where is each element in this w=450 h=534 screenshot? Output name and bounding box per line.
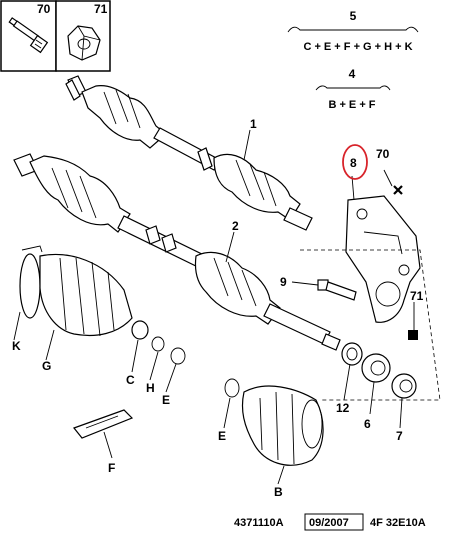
assembly-dashed-outline <box>300 249 441 401</box>
leader-lines <box>13 129 415 485</box>
callout-71: 71 <box>410 289 424 303</box>
group-4-number: 4 <box>349 67 356 81</box>
legend-box-70: 70 <box>0 0 57 72</box>
footer-date: 09/2007 <box>309 517 349 529</box>
boot-b <box>241 385 324 466</box>
nut-icon <box>67 25 101 61</box>
bolt-icon <box>8 17 49 54</box>
callout-12: 12 <box>336 401 350 415</box>
callout-k: K <box>12 339 21 353</box>
seal-ring-12 <box>341 342 363 366</box>
callout-c: C <box>126 373 135 387</box>
group-4-text: B + E + F <box>328 99 375 111</box>
nut-71-small <box>408 330 418 340</box>
callout-2: 2 <box>232 219 239 233</box>
circlip-e2 <box>224 378 240 398</box>
group-4-formula: 4 B + E + F <box>315 67 391 111</box>
highlight-circle <box>342 144 368 180</box>
footer-ref: 4371110A <box>234 517 284 529</box>
callout-e1: E <box>162 393 170 407</box>
ring-c <box>131 320 149 340</box>
footer-code: 4F 32E10A <box>370 517 426 529</box>
callout-8: 8 <box>350 156 357 170</box>
callouts: 1 2 8 70 9 71 K G C H E 12 6 7 E B F <box>12 117 424 499</box>
bolt-9 <box>317 279 357 301</box>
ring-7 <box>391 373 417 399</box>
callout-f: F <box>108 461 115 475</box>
legend-box-70-label: 70 <box>37 2 51 16</box>
bearing-support-8 <box>345 195 421 323</box>
nut-70-small <box>393 185 403 195</box>
group-5-number: 5 <box>350 9 357 23</box>
callout-e2: E <box>218 429 226 443</box>
callout-9: 9 <box>280 275 287 289</box>
boot-g <box>39 253 133 337</box>
callout-g: G <box>42 359 51 373</box>
bearing-6 <box>361 353 391 383</box>
legend-box-71-label: 71 <box>94 2 108 16</box>
callout-1: 1 <box>250 117 257 131</box>
circlip-e1 <box>170 347 186 365</box>
callout-70: 70 <box>376 147 390 161</box>
group-5-formula: 5 C + E + F + G + H + K <box>287 9 419 53</box>
clamp-k <box>19 245 43 319</box>
group-5-text: C + E + F + G + H + K <box>303 41 412 53</box>
callout-h: H <box>146 381 155 395</box>
grease-sachet-f <box>73 409 134 439</box>
callout-7: 7 <box>396 429 403 443</box>
drive-shaft-2 <box>13 153 341 351</box>
callout-6: 6 <box>364 417 371 431</box>
clamp-h <box>151 336 165 352</box>
callout-b: B <box>274 485 283 499</box>
drive-shaft-1 <box>65 75 313 231</box>
legend-box-71: 71 <box>55 0 111 72</box>
footer: 4371110A 09/2007 4F 32E10A <box>234 513 426 531</box>
